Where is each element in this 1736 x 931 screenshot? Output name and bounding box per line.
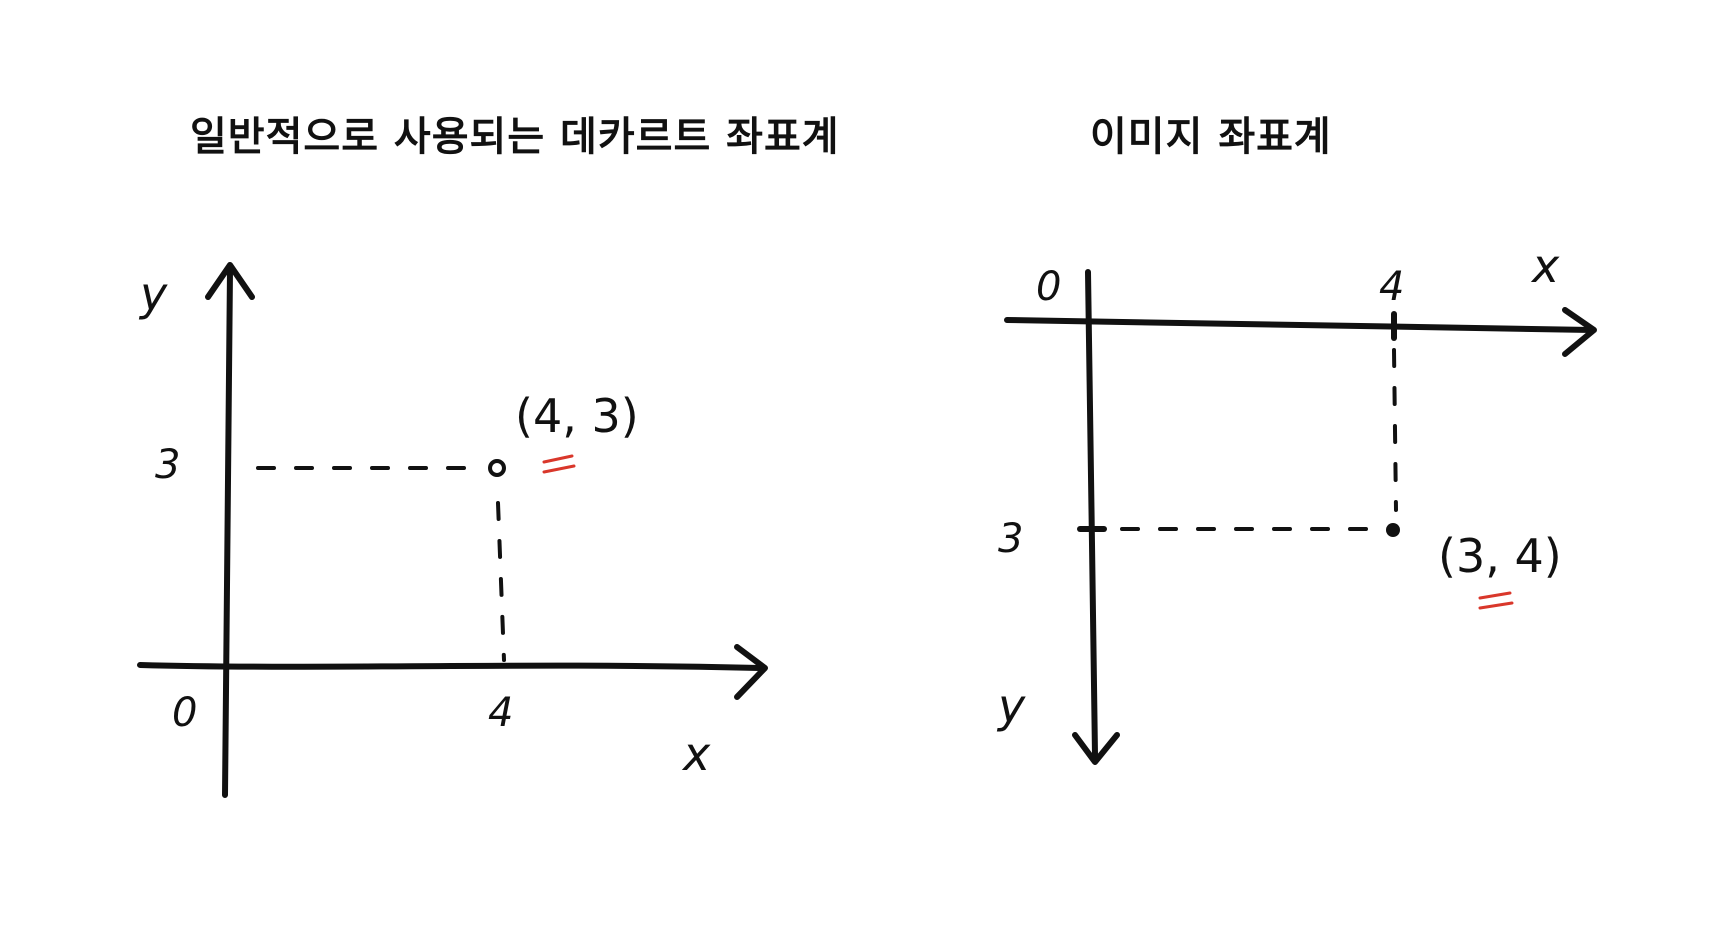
image-origin-label: 0 <box>1036 264 1061 310</box>
cartesian-x-tick: 4 <box>488 690 513 736</box>
image-y-axis <box>1085 269 1098 758</box>
cartesian-panel: 일반적으로 사용되는 데카르트 좌표계 (4, 3) 3 0 4 y x <box>137 114 840 798</box>
image-point-label: (3, 4) <box>1438 529 1562 583</box>
image-x-axis <box>1004 317 1595 333</box>
cartesian-x-axis-label: x <box>681 727 711 781</box>
cartesian-x-arrowhead <box>734 644 768 700</box>
cartesian-title: 일반적으로 사용되는 데카르트 좌표계 <box>190 114 840 160</box>
cartesian-origin-label: 0 <box>172 690 197 736</box>
image-y-tick: 3 <box>998 516 1023 562</box>
cartesian-guide-vertical <box>496 501 506 662</box>
image-guide-vertical <box>1392 348 1398 512</box>
cartesian-y-arrowhead <box>205 262 255 300</box>
image-x-arrowhead <box>1562 307 1597 357</box>
image-x-axis-label: x <box>1530 239 1560 293</box>
cartesian-y-tick: 3 <box>155 442 180 488</box>
image-point <box>1386 523 1400 537</box>
image-y-arrowhead <box>1072 732 1120 765</box>
cartesian-point-label: (4, 3) <box>515 389 639 443</box>
cartesian-y-axis <box>222 267 233 798</box>
cartesian-point <box>488 459 506 477</box>
image-coordinate-title: 이미지 좌표계 <box>1090 114 1332 160</box>
image-x-tick: 4 <box>1379 264 1404 310</box>
cartesian-x-axis <box>137 662 763 671</box>
cartesian-emphasis-mark <box>542 454 576 474</box>
image-emphasis-mark <box>1478 591 1514 610</box>
cartesian-y-axis-label: y <box>138 267 168 321</box>
image-coordinate-panel: 이미지 좌표계 (3, 4) 0 4 3 x y <box>996 114 1597 765</box>
image-y-axis-label: y <box>996 679 1026 733</box>
